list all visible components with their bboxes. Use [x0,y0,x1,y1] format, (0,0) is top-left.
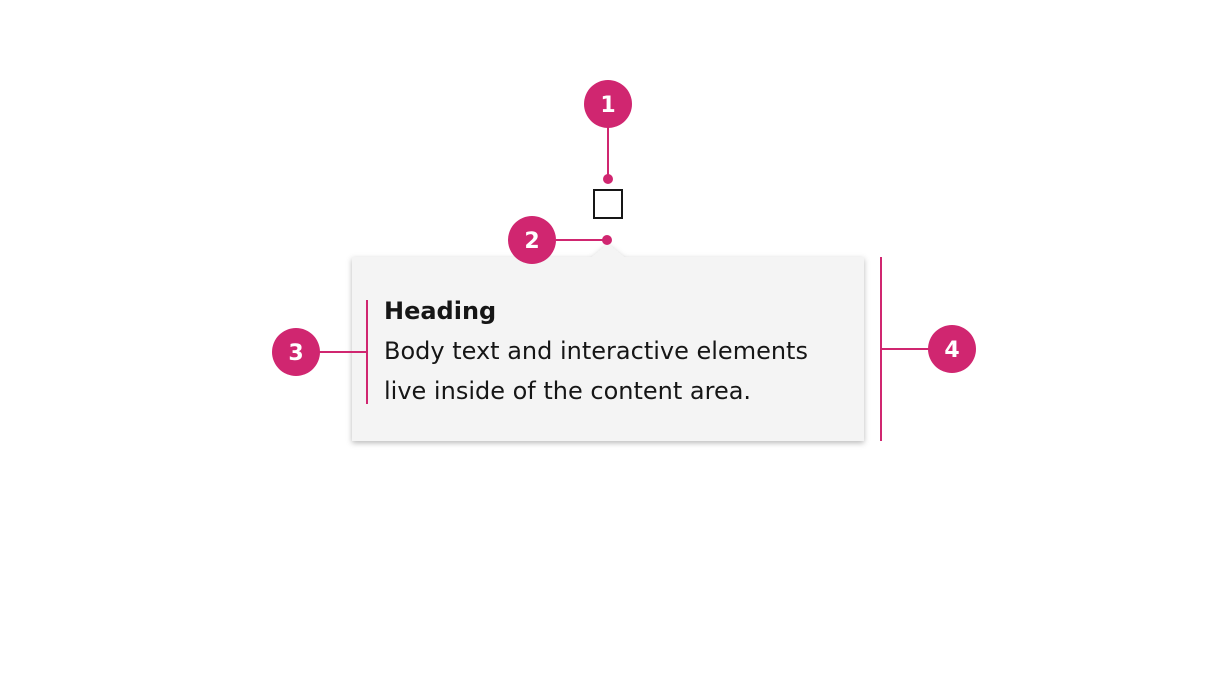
marker-circle-4 [928,325,976,373]
leader-dot-1 [603,174,613,184]
marker-number-1: 1 [600,93,615,118]
marker-circle-1 [584,80,632,128]
popover-body-line-2: live inside of the content area. [384,377,751,405]
annotation-marker-1: 1 [584,80,632,184]
marker-number-2: 2 [524,229,539,254]
marker-number-3: 3 [288,341,303,366]
annotation-marker-3: 3 [272,300,368,404]
marker-circle-2 [508,216,556,264]
popover-container [352,244,864,441]
marker-circle-3 [272,328,320,376]
annotation-marker-2: 2 [508,216,612,264]
annotation-marker-4: 4 [880,257,976,441]
trigger-button[interactable] [593,189,623,219]
popover-body-line-1: Body text and interactive elements [384,337,808,365]
marker-number-4: 4 [944,338,959,363]
popover-heading: Heading [384,297,496,325]
popover [352,244,864,441]
leader-dot-2 [602,235,612,245]
